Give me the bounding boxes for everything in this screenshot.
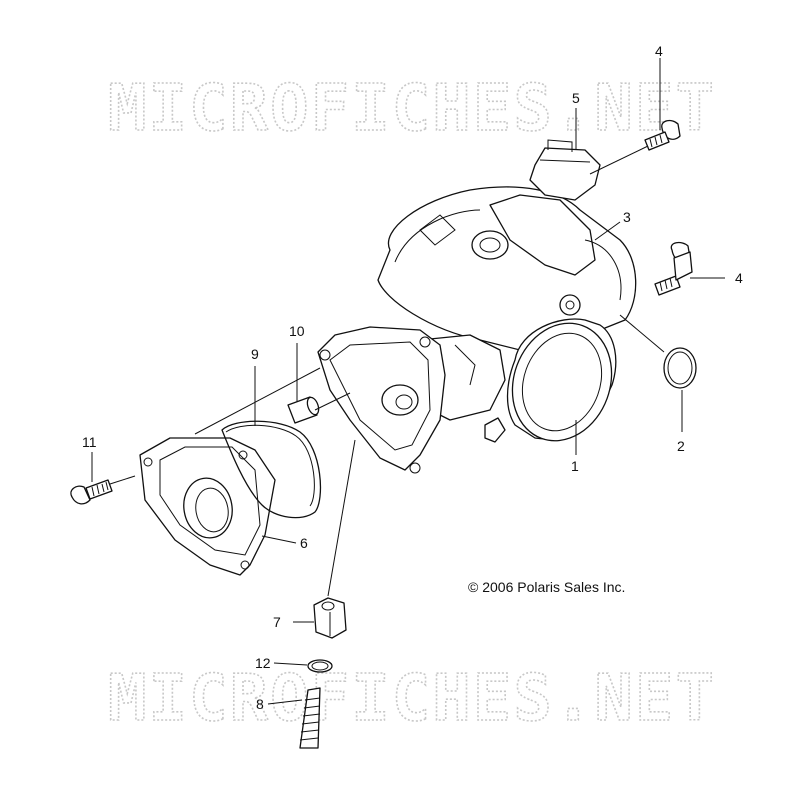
screw-4-lower — [654, 241, 693, 296]
callout-3: 3 — [623, 209, 631, 225]
screw-4-upper — [644, 119, 681, 151]
dowel-pin — [287, 396, 320, 424]
threaded-stud — [299, 687, 321, 749]
o-ring-2 — [663, 347, 697, 389]
callout-2: 2 — [677, 438, 685, 454]
callout-4-upper: 4 — [655, 43, 663, 59]
throttle-body-assembly — [377, 139, 637, 443]
watermark-top: MICROFICHES.NET — [108, 72, 716, 146]
hex-nut — [313, 597, 347, 639]
callout-1: 1 — [571, 458, 579, 474]
callout-7: 7 — [273, 614, 281, 630]
cover-seal-ring — [221, 420, 322, 519]
callouts: 1 2 3 4 4 5 6 7 8 9 10 11 12 — [82, 43, 743, 712]
washer-12 — [307, 659, 333, 673]
cover-housing — [317, 326, 446, 474]
callout-8: 8 — [256, 696, 264, 712]
callout-11: 11 — [82, 434, 97, 450]
leader-lines — [91, 58, 725, 705]
callout-9: 9 — [251, 346, 259, 362]
screw-11 — [70, 479, 113, 505]
callout-5: 5 — [572, 90, 580, 106]
callout-4-lower: 4 — [735, 270, 743, 286]
callout-6: 6 — [300, 535, 308, 551]
callout-12: 12 — [255, 655, 271, 671]
callout-10: 10 — [289, 323, 305, 339]
copyright-text: © 2006 Polaris Sales Inc. — [468, 579, 625, 595]
watermark-bottom: MICROFICHES.NET — [108, 662, 716, 736]
cover-plate — [139, 437, 276, 576]
